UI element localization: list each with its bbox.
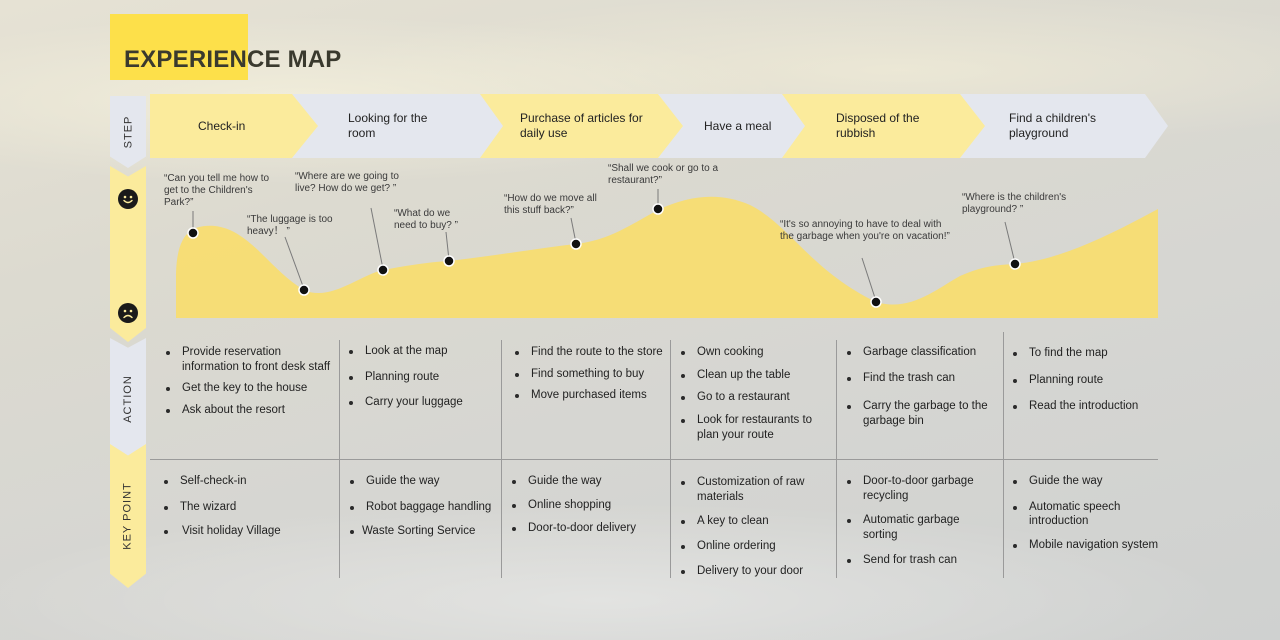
leader-line-8 bbox=[1004, 221, 1016, 264]
list-item: Automatic speech introduction bbox=[1011, 500, 1161, 529]
list-item: Planning route bbox=[347, 370, 497, 385]
list-item: Visit holiday Village bbox=[162, 524, 332, 539]
step-label-6: Find a children's playground bbox=[1009, 111, 1096, 140]
list-item: Guide the way bbox=[510, 474, 660, 489]
quote-1: “Can you tell me how to get to the Child… bbox=[164, 173, 270, 209]
touchpoint-marker-3 bbox=[377, 264, 389, 276]
row-label-step: STEP bbox=[110, 96, 146, 168]
list-item: Door-to-door delivery bbox=[510, 521, 660, 536]
list-item: Waste Sorting Service bbox=[348, 524, 496, 539]
row-label-action: ACTION bbox=[110, 338, 146, 460]
touchpoint-marker-6 bbox=[652, 203, 664, 215]
quote-5: “How do we move all this stuff back?” bbox=[504, 193, 597, 217]
row-divider bbox=[150, 459, 1158, 460]
list-item: Garbage classification bbox=[845, 345, 995, 360]
list-item: Online ordering bbox=[679, 539, 831, 554]
list-item: Guide the way bbox=[348, 474, 496, 489]
action-cell-6: To find the map Planning route Read the … bbox=[1011, 346, 1161, 414]
list-item: Get the key to the house bbox=[164, 381, 334, 396]
list-item: A key to clean bbox=[679, 514, 831, 529]
list-item: To find the map bbox=[1011, 346, 1161, 361]
list-item: Own cooking bbox=[679, 345, 831, 360]
touchpoint-marker-7 bbox=[870, 296, 882, 308]
touchpoint-marker-4 bbox=[443, 255, 455, 267]
action-cell-4: Own cooking Clean up the table Go to a r… bbox=[679, 345, 831, 443]
step-chevron-1 bbox=[150, 94, 318, 158]
page-title: EXPERIENCE MAP bbox=[124, 46, 342, 73]
list-item: Online shopping bbox=[510, 498, 660, 513]
list-item: Find the route to the store bbox=[513, 345, 665, 360]
key-point-cell-4: Customization of raw materials A key to … bbox=[679, 475, 831, 579]
list-item: Robot baggage handling bbox=[348, 500, 496, 515]
action-cell-3: Find the route to the store Find somethi… bbox=[513, 345, 665, 403]
quote-4: “What do we need to buy? ” bbox=[394, 208, 458, 232]
step-label-5: Disposed of the rubbish bbox=[836, 111, 920, 140]
title-highlight-block bbox=[110, 14, 248, 80]
list-item: Look for restaurants to plan your route bbox=[679, 413, 831, 442]
key-point-cell-6: Guide the way Automatic speech introduct… bbox=[1011, 474, 1161, 553]
step-label-1: Check-in bbox=[198, 118, 246, 133]
list-item: Mobile navigation system bbox=[1011, 538, 1161, 553]
list-item: Look at the map bbox=[347, 344, 497, 359]
touchpoint-marker-8 bbox=[1009, 258, 1021, 270]
quote-2: “The luggage is too heavy！ ” bbox=[247, 214, 333, 238]
list-item: Clean up the table bbox=[679, 368, 831, 383]
leader-line-2 bbox=[284, 236, 305, 290]
touchpoint-markers bbox=[187, 203, 1021, 308]
list-item: Ask about the resort bbox=[164, 403, 334, 418]
list-item: Provide reservation information to front… bbox=[164, 345, 334, 374]
step-chevron-3 bbox=[472, 94, 683, 158]
happy-face-icon bbox=[118, 189, 138, 209]
list-item: Door-to-door garbage recycling bbox=[845, 474, 995, 503]
step-label-3: Purchase of articles for daily use bbox=[520, 111, 643, 140]
quote-8: “Where is the children's playground? ” bbox=[962, 192, 1067, 216]
step-chevron-6 bbox=[955, 94, 1168, 158]
quote-3: “Where are we going to live? How do we g… bbox=[295, 171, 399, 195]
action-cell-5: Garbage classification Find the trash ca… bbox=[845, 345, 995, 429]
step-label-4: Have a meal bbox=[704, 118, 772, 133]
quote-7: “It's so annoying to have to deal with t… bbox=[780, 219, 950, 243]
list-item: Guide the way bbox=[1011, 474, 1161, 489]
sad-face-icon bbox=[118, 303, 138, 323]
list-item: Go to a restaurant bbox=[679, 390, 831, 405]
touchpoint-marker-2 bbox=[298, 284, 310, 296]
list-item: Send for trash can bbox=[845, 553, 995, 568]
key-point-cell-1: Self-check-in The wizard Visit holiday V… bbox=[162, 474, 332, 539]
row-label-key-point: KEY POINT bbox=[110, 444, 146, 588]
step-chevron-2 bbox=[285, 94, 503, 158]
action-cell-1: Provide reservation information to front… bbox=[164, 345, 334, 418]
list-item: Delivery to your door bbox=[679, 564, 831, 579]
list-item: Customization of raw materials bbox=[679, 475, 831, 504]
step-label-2: Looking for the room bbox=[348, 111, 428, 140]
touchpoint-marker-5 bbox=[570, 238, 582, 250]
key-point-cell-5: Door-to-door garbage recycling Automatic… bbox=[845, 474, 995, 568]
leader-line-7 bbox=[861, 257, 877, 302]
emotion-curve-area bbox=[176, 196, 1158, 318]
list-item: Self-check-in bbox=[162, 474, 332, 489]
quote-6: “Shall we cook or go to a restaurant?” bbox=[608, 163, 719, 187]
step-chevron-4 bbox=[650, 94, 805, 158]
list-item: Automatic garbage sorting bbox=[845, 513, 995, 542]
action-cell-2: Look at the map Planning route Carry you… bbox=[347, 344, 497, 410]
list-item: Carry your luggage bbox=[347, 395, 497, 410]
touchpoint-marker-1 bbox=[187, 227, 199, 239]
key-point-cell-2: Guide the way Robot baggage handling Was… bbox=[348, 474, 496, 539]
list-item: Read the introduction bbox=[1011, 399, 1161, 414]
list-item: Planning route bbox=[1011, 373, 1161, 388]
list-item: Find something to buy bbox=[513, 367, 665, 382]
column-divider-5 bbox=[1003, 332, 1004, 578]
list-item: Find the trash can bbox=[845, 371, 995, 386]
leader-line-3 bbox=[370, 207, 384, 270]
step-chevron-5 bbox=[775, 94, 985, 158]
key-point-cell-3: Guide the way Online shopping Door-to-do… bbox=[510, 474, 660, 536]
list-item: Carry the garbage to the garbage bin bbox=[845, 399, 995, 428]
list-item: Move purchased items bbox=[513, 388, 665, 403]
list-item: The wizard bbox=[162, 500, 332, 515]
